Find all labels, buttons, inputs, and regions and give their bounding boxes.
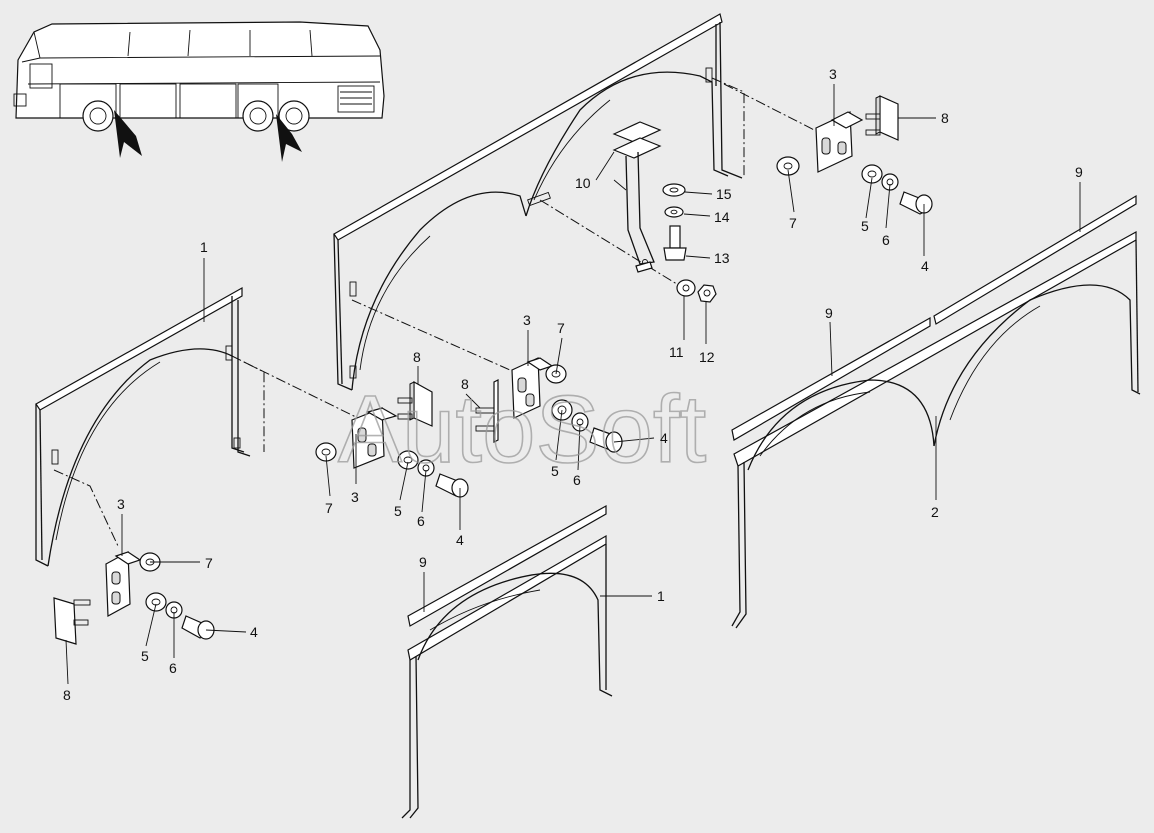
callout-15: 15 bbox=[716, 186, 732, 202]
callout-7: 7 bbox=[557, 320, 565, 336]
callout-3: 3 bbox=[117, 496, 125, 512]
callout-3: 3 bbox=[351, 489, 359, 505]
rear-wheel-arch-upper bbox=[333, 13, 743, 391]
callout-11: 11 bbox=[669, 344, 684, 360]
bolt-stack-center bbox=[662, 183, 687, 261]
callout-13: 13 bbox=[714, 250, 730, 266]
callout-3: 3 bbox=[523, 312, 531, 328]
callout-4: 4 bbox=[250, 624, 258, 640]
callout-6: 6 bbox=[169, 660, 177, 676]
callout-7: 7 bbox=[789, 215, 797, 231]
callout-4: 4 bbox=[456, 532, 464, 548]
callout-1: 1 bbox=[657, 588, 665, 604]
callout-1: 1 bbox=[200, 239, 208, 255]
bus-overview-icon bbox=[13, 21, 385, 162]
callout-9: 9 bbox=[825, 305, 833, 321]
callout-6: 6 bbox=[417, 513, 425, 529]
callout-3: 3 bbox=[829, 66, 837, 82]
callout-7: 7 bbox=[205, 555, 213, 571]
callout-6: 6 bbox=[882, 232, 890, 248]
callout-labels: 1 1 2 3 3 3 3 4 4 4 4 5 5 5 5 6 6 6 6 7 … bbox=[63, 66, 1083, 703]
callout-4: 4 bbox=[660, 430, 668, 446]
callout-10: 10 bbox=[575, 175, 591, 191]
bracket-cluster-bottom-left bbox=[53, 551, 215, 645]
callout-5: 5 bbox=[861, 218, 869, 234]
callout-9: 9 bbox=[419, 554, 427, 570]
callout-8: 8 bbox=[461, 376, 469, 392]
callout-8: 8 bbox=[413, 349, 421, 365]
rear-wheel-arch-lower bbox=[731, 194, 1141, 629]
callout-4: 4 bbox=[921, 258, 929, 274]
callout-8: 8 bbox=[941, 110, 949, 126]
leader-lines bbox=[65, 84, 1081, 685]
callout-5: 5 bbox=[141, 648, 149, 664]
assembly-centerlines bbox=[53, 77, 831, 547]
callout-9: 9 bbox=[1075, 164, 1083, 180]
callout-14: 14 bbox=[714, 209, 730, 225]
callout-12: 12 bbox=[699, 349, 715, 365]
callout-7: 7 bbox=[325, 500, 333, 516]
front-wheel-arch-left bbox=[35, 286, 251, 567]
callout-5: 5 bbox=[551, 463, 559, 479]
bracket-cluster-center-left bbox=[315, 380, 469, 498]
callout-2: 2 bbox=[931, 504, 939, 520]
nut-washer-center bbox=[676, 279, 717, 303]
support-bracket bbox=[612, 121, 662, 273]
callout-5: 5 bbox=[394, 503, 402, 519]
bracket-cluster-top-right bbox=[776, 95, 933, 215]
watermark-text: AutoSoft bbox=[338, 376, 706, 483]
callout-6: 6 bbox=[573, 472, 581, 488]
front-wheel-arch-lower bbox=[401, 504, 613, 819]
callout-8: 8 bbox=[63, 687, 71, 703]
